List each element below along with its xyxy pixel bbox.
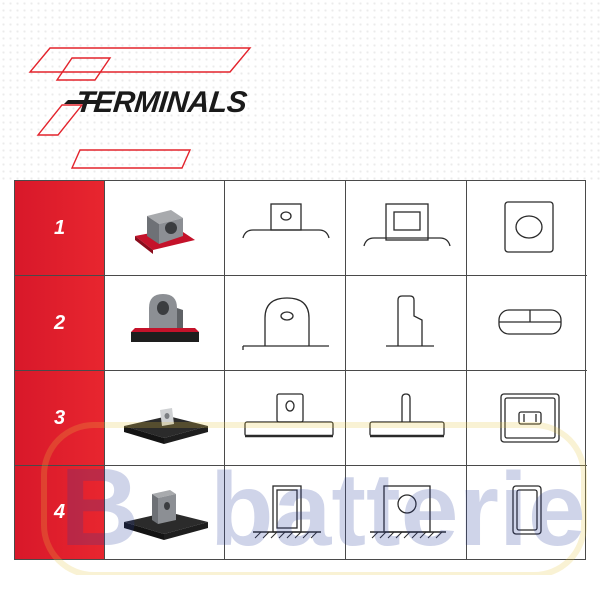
terminal-2-top-icon [498,309,562,335]
front-view-cell [225,181,346,276]
top-view-cell [467,371,587,466]
terminal-3-front-icon [244,393,334,438]
terminal-photo-cell [105,371,225,466]
row-number: 4 [15,466,105,559]
terminal-1-side-icon [363,203,451,247]
terminal-photo-cell [105,181,225,276]
header-stripes-graphic [28,47,252,169]
row-number: 2 [15,276,105,371]
terminal-4-top-icon [512,484,542,535]
row-number: 3 [15,371,105,466]
terminal-1-top-icon [504,201,554,253]
side-view-cell [346,276,467,371]
front-view-cell [225,276,346,371]
terminal-3-side-icon [369,393,445,438]
terminal-4-side-icon [370,484,446,538]
flat-tab-terminal-photo [123,408,208,444]
terminal-photo-cell [105,466,225,559]
terminal-2-front-icon [242,297,329,350]
terminal-photo-cell [105,276,225,371]
terminals-table: 1 2 [14,180,587,560]
top-view-cell [467,276,587,371]
top-view-cell [467,466,587,559]
top-view-cell [467,181,587,276]
square-block-terminal-photo [134,210,195,254]
terminal-1-front-icon [242,203,330,239]
post-terminal-photo [123,489,208,540]
page-title: TERMINALS [74,86,249,119]
row-number: 1 [15,181,105,276]
front-view-cell [225,466,346,559]
side-view-cell [346,466,467,559]
side-view-cell [346,371,467,466]
side-view-cell [346,181,467,276]
terminal-3-top-icon [500,393,560,443]
round-lug-terminal-photo [130,294,199,342]
terminal-4-front-icon [253,484,321,538]
terminal-2-side-icon [386,295,434,347]
front-view-cell [225,371,346,466]
